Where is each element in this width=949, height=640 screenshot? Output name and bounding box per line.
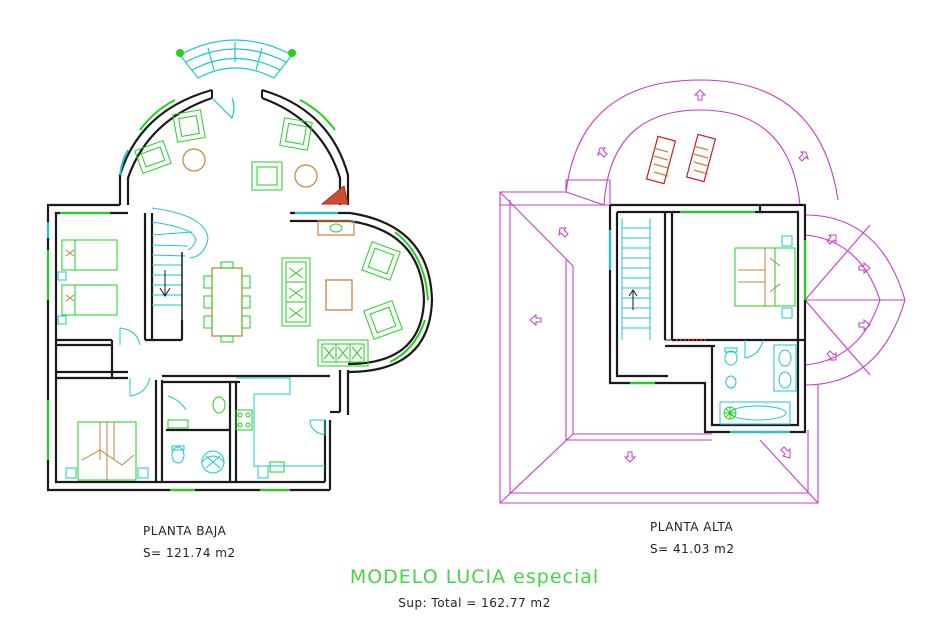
ground-floor-plan [46,39,434,492]
roof-outline [499,79,906,504]
bedroom-1-beds [57,239,118,325]
upper-floor-name: PLANTA ALTA [650,520,734,534]
entrance-plants [176,49,296,57]
bedroom-2-door [129,377,151,397]
master-bed [734,235,796,319]
model-title: MODELO LUCIA especial [349,566,600,588]
ground-bathroom [167,395,226,474]
ground-floor-area: S= 121.74 m2 [143,546,236,560]
living-sofas [281,257,369,367]
total-area: Sup: Total = 162.77 m2 [398,596,551,610]
ground-floor-name: PLANTA BAJA [143,524,227,538]
armchairs [134,109,403,340]
upper-bedroom-door [744,339,764,359]
upper-staircase [621,218,672,341]
entrance-steps [179,39,293,79]
upper-bathroom [719,344,797,425]
ground-windows [47,99,429,491]
upper-floor-plan [499,79,906,504]
dining-table [203,261,251,343]
main-entry-door [211,90,263,120]
sun-loungers [645,133,717,185]
side-tables [182,148,318,188]
bedroom-2-bed [65,421,149,481]
upper-windows [609,211,806,433]
coffee-table [325,279,353,311]
upper-floor-area: S= 41.03 m2 [650,542,735,556]
ground-walls [46,88,434,492]
fireplace [317,185,355,236]
ground-staircase [151,207,209,320]
roof-slope-arrows [529,89,871,463]
bedroom-1-door [119,327,141,346]
kitchen [235,377,326,479]
